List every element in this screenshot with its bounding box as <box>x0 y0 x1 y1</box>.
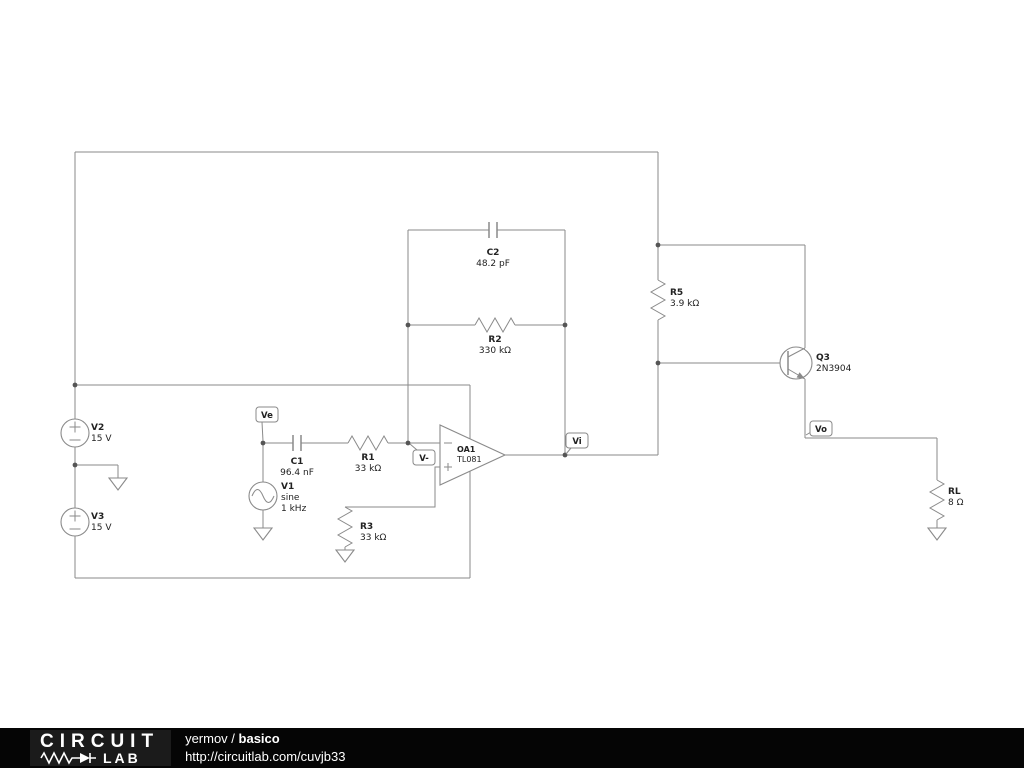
component-v2-source[interactable]: V2 15 V <box>60 418 112 448</box>
circuit-title: basico <box>238 731 280 746</box>
schematic-background <box>0 0 1024 728</box>
junction-dot <box>405 440 411 446</box>
junction-dot <box>405 322 411 328</box>
r1-zigzag <box>347 434 389 452</box>
r1-value-label: 33 kΩ <box>355 464 382 474</box>
rl-value-label: 8 Ω <box>948 498 964 508</box>
r2-value-label: 330 kΩ <box>479 346 511 356</box>
footer-bar: CIRCUIT LAB yermov / basico http://circu… <box>0 728 1024 768</box>
component-rl-resistor[interactable]: RL 8 Ω <box>928 479 964 521</box>
v2-polarity-marks <box>69 421 81 441</box>
v1-name-label: V1 <box>281 482 294 492</box>
r2-name-label: R2 <box>488 335 501 345</box>
r5-zigzag <box>649 279 667 321</box>
v1-value-label: 1 kHz <box>281 504 307 514</box>
node-flag-vo[interactable]: Vo <box>805 420 833 437</box>
junction-dot <box>562 322 568 328</box>
sine-wave-icon <box>251 489 275 503</box>
r3-zigzag <box>336 506 354 548</box>
component-v1-sine-source[interactable]: V1 sine 1 kHz <box>248 481 307 514</box>
ground-symbol[interactable] <box>334 549 356 563</box>
rl-zigzag <box>928 479 946 521</box>
flag-box <box>565 432 589 449</box>
flag-box <box>809 420 833 437</box>
node-flag-v-minus[interactable]: V- <box>409 443 436 466</box>
circuitlab-logo[interactable]: CIRCUIT LAB <box>30 730 172 766</box>
r5-name-label: R5 <box>670 288 683 298</box>
ground-icon <box>252 527 274 541</box>
oa1-name-label: OA1 <box>457 445 476 454</box>
component-r2-resistor[interactable]: R2 330 kΩ <box>474 316 516 356</box>
circuit-url-link[interactable]: http://circuitlab.com/cuvjb33 <box>185 749 346 764</box>
component-v3-source[interactable]: V3 15 V <box>60 507 112 537</box>
ground-icon <box>926 527 948 541</box>
v3-polarity-marks <box>69 510 81 530</box>
c2-name-label: C2 <box>487 248 500 258</box>
v1-value-label: sine <box>281 493 300 503</box>
component-r1-resistor[interactable]: R1 33 kΩ <box>347 434 389 474</box>
r3-name-label: R3 <box>360 522 373 532</box>
logo-text-lab: LAB <box>103 749 141 766</box>
v2-name-label: V2 <box>91 423 104 433</box>
byline-separator: / <box>227 731 239 746</box>
logo-text-circuit: CIRCUIT <box>40 730 160 752</box>
flag-box <box>255 406 279 423</box>
component-c1-capacitor[interactable]: C1 96.4 nF <box>280 435 314 478</box>
schematic-canvas[interactable]: V2 15 V V3 15 V V1 sine 1 kHz C1 96.4 nF… <box>0 0 1024 728</box>
flag-tail <box>565 447 572 455</box>
component-r3-resistor[interactable]: R3 33 kΩ <box>336 506 387 548</box>
junction-dot <box>260 440 266 446</box>
c1-name-label: C1 <box>291 457 304 467</box>
junction-dot <box>72 462 78 468</box>
q3-value-label: 2N3904 <box>816 364 852 374</box>
flag-box <box>412 449 436 466</box>
junction-dot <box>655 242 661 248</box>
node-label-vo: Vo <box>815 425 827 435</box>
node-label-ve: Ve <box>261 411 273 421</box>
flag-tail <box>409 443 418 451</box>
v3-name-label: V3 <box>91 512 104 522</box>
ground-symbol[interactable] <box>252 527 274 541</box>
component-r5-resistor[interactable]: R5 3.9 kΩ <box>649 279 699 321</box>
c2-value-label: 48.2 pF <box>476 259 510 269</box>
v2-source-body <box>60 418 90 448</box>
component-c2-capacitor[interactable]: C2 48.2 pF <box>476 222 510 269</box>
v2-value-label: 15 V <box>91 434 112 444</box>
ground-symbol[interactable] <box>107 477 129 491</box>
node-flag-ve[interactable]: Ve <box>255 406 279 442</box>
c1-plates <box>292 435 302 451</box>
wires <box>74 151 938 579</box>
q3-emitter-arrow <box>796 372 805 379</box>
node-label-v-minus: V- <box>419 454 429 464</box>
component-oa1-opamp[interactable]: OA1 TL081 <box>439 424 507 486</box>
flag-tail <box>261 421 264 442</box>
q3-name-label: Q3 <box>816 353 830 363</box>
footer-meta: yermov / basico http://circuitlab.com/cu… <box>185 730 345 766</box>
r3-value-label: 33 kΩ <box>360 533 387 543</box>
opamp-plus-input-mark <box>444 463 452 471</box>
r5-value-label: 3.9 kΩ <box>670 299 699 309</box>
component-q3-transistor[interactable]: Q3 2N3904 <box>779 346 852 380</box>
oa1-value-label: TL081 <box>456 455 482 464</box>
ground-icon <box>107 477 129 491</box>
ground-symbol[interactable] <box>926 527 948 541</box>
opamp-triangle <box>439 424 507 486</box>
junction-dot <box>655 360 661 366</box>
v3-source-body <box>60 507 90 537</box>
c2-plates <box>488 222 498 238</box>
logo-resistor-diode-icon <box>40 750 96 765</box>
circuit-byline: yermov / basico <box>185 730 345 748</box>
node-flag-vi[interactable]: Vi <box>565 432 589 455</box>
author-name[interactable]: yermov <box>185 731 228 746</box>
q3-collector-lead <box>787 347 806 358</box>
node-label-vi: Vi <box>572 437 581 447</box>
ground-icon <box>334 549 356 563</box>
r1-name-label: R1 <box>361 453 374 463</box>
rl-name-label: RL <box>948 487 961 497</box>
circuit-url-row: http://circuitlab.com/cuvjb33 <box>185 748 345 766</box>
junction-dot <box>72 382 78 388</box>
r2-zigzag <box>474 316 516 334</box>
c1-value-label: 96.4 nF <box>280 468 314 478</box>
v3-value-label: 15 V <box>91 523 112 533</box>
